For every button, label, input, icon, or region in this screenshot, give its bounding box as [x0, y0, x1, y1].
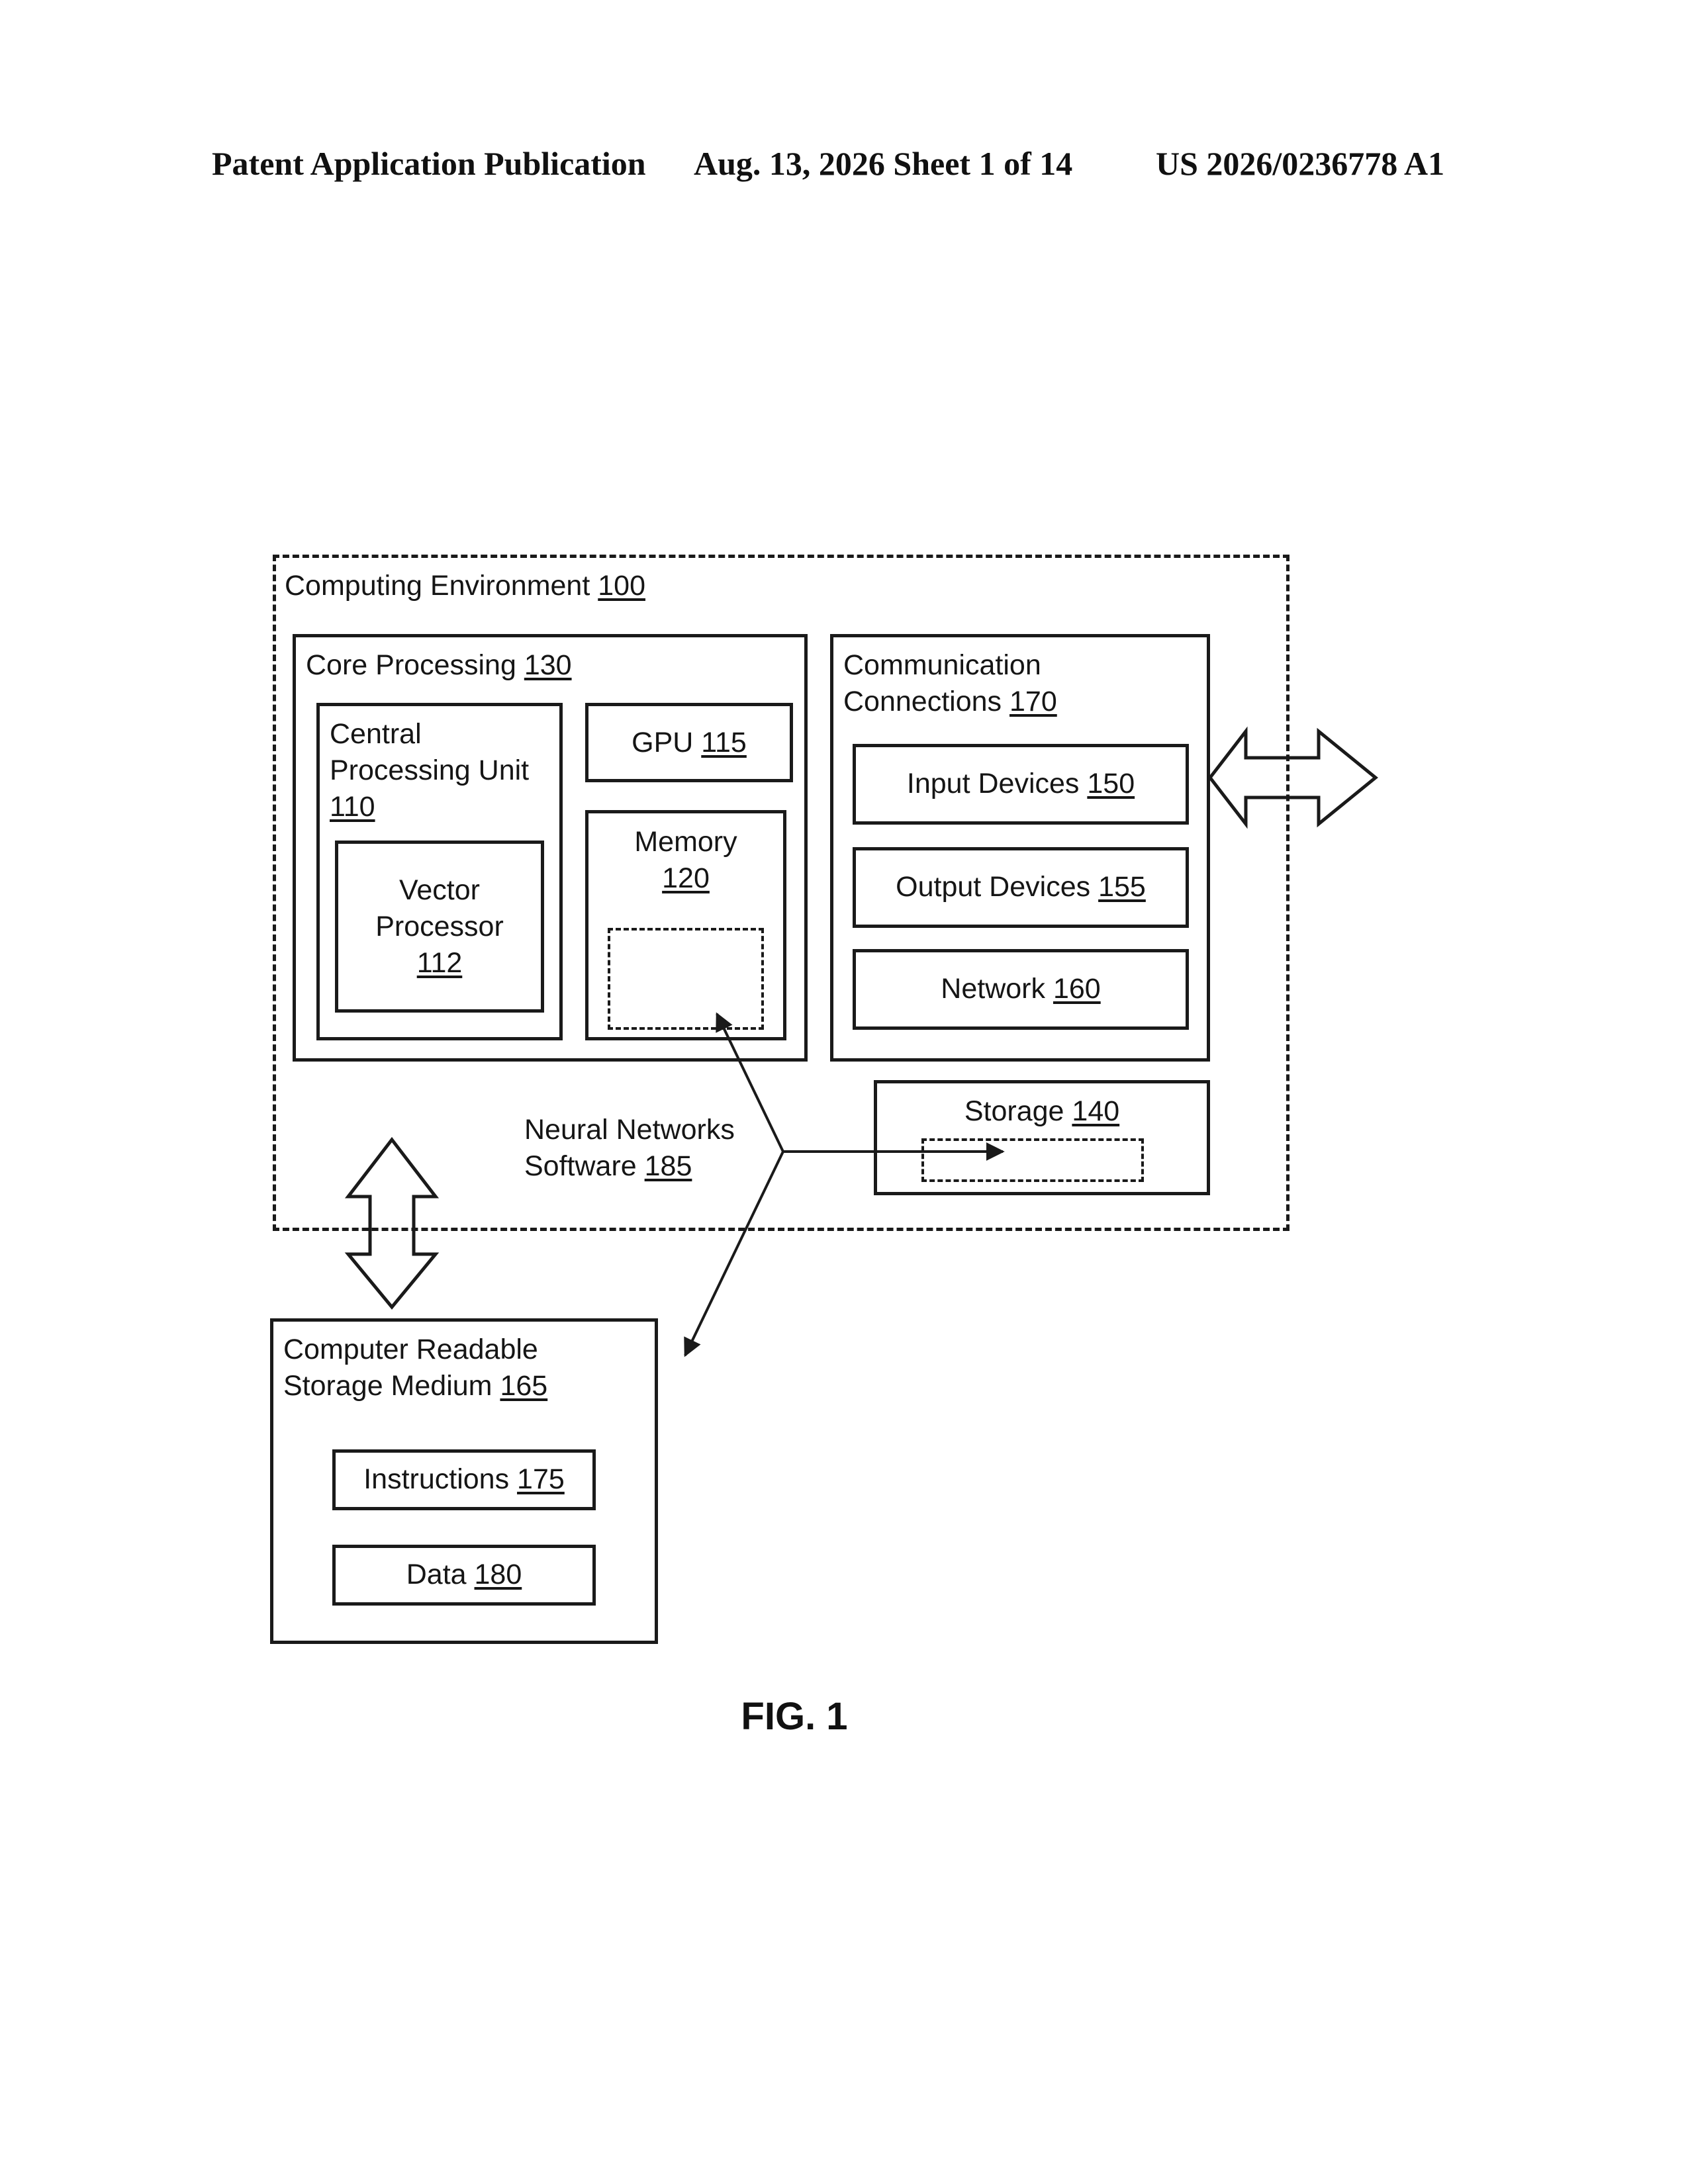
network-label: Network 160 — [853, 971, 1189, 1007]
storage-software-region — [921, 1138, 1144, 1182]
gpu-ref: 115 — [701, 727, 747, 758]
communication-connections-ref: 170 — [1009, 686, 1057, 717]
vector-processor-label: Vector Processor 112 — [335, 872, 544, 981]
storage-label: Storage 140 — [874, 1093, 1210, 1130]
crsm-ref: 165 — [500, 1370, 547, 1402]
communication-connections-label: Communication Connections 170 — [843, 647, 1057, 720]
core-processing-ref: 130 — [524, 649, 572, 681]
output-devices-ref: 155 — [1098, 871, 1146, 903]
input-devices-ref: 150 — [1087, 768, 1135, 799]
cpu-label: Central Processing Unit 110 — [330, 716, 529, 825]
computing-environment-ref: 100 — [598, 570, 645, 602]
data-label: Data 180 — [332, 1557, 596, 1593]
output-devices-label: Output Devices 155 — [853, 869, 1189, 905]
computing-environment-label: Computing Environment 100 — [285, 568, 645, 604]
cpu-ref: 110 — [330, 791, 375, 823]
vector-processor-ref: 112 — [417, 947, 463, 979]
network-ref: 160 — [1053, 973, 1101, 1005]
core-processing-label: Core Processing 130 — [306, 647, 572, 684]
storage-ref: 140 — [1072, 1095, 1119, 1127]
memory-ref: 120 — [662, 862, 710, 894]
data-ref: 180 — [475, 1559, 522, 1590]
input-devices-label: Input Devices 150 — [853, 766, 1189, 802]
figure-label: FIG. 1 — [0, 1694, 1589, 1739]
gpu-label: GPU 115 — [585, 725, 793, 761]
neural-networks-software-label: Neural Networks Software 185 — [524, 1112, 735, 1185]
neural-networks-software-ref: 185 — [645, 1150, 692, 1182]
memory-software-region — [608, 928, 764, 1030]
instructions-label: Instructions 175 — [332, 1461, 596, 1498]
computer-readable-storage-medium-label: Computer Readable Storage Medium 165 — [283, 1332, 547, 1404]
memory-label: Memory 120 — [585, 824, 786, 897]
instructions-ref: 175 — [517, 1463, 565, 1495]
